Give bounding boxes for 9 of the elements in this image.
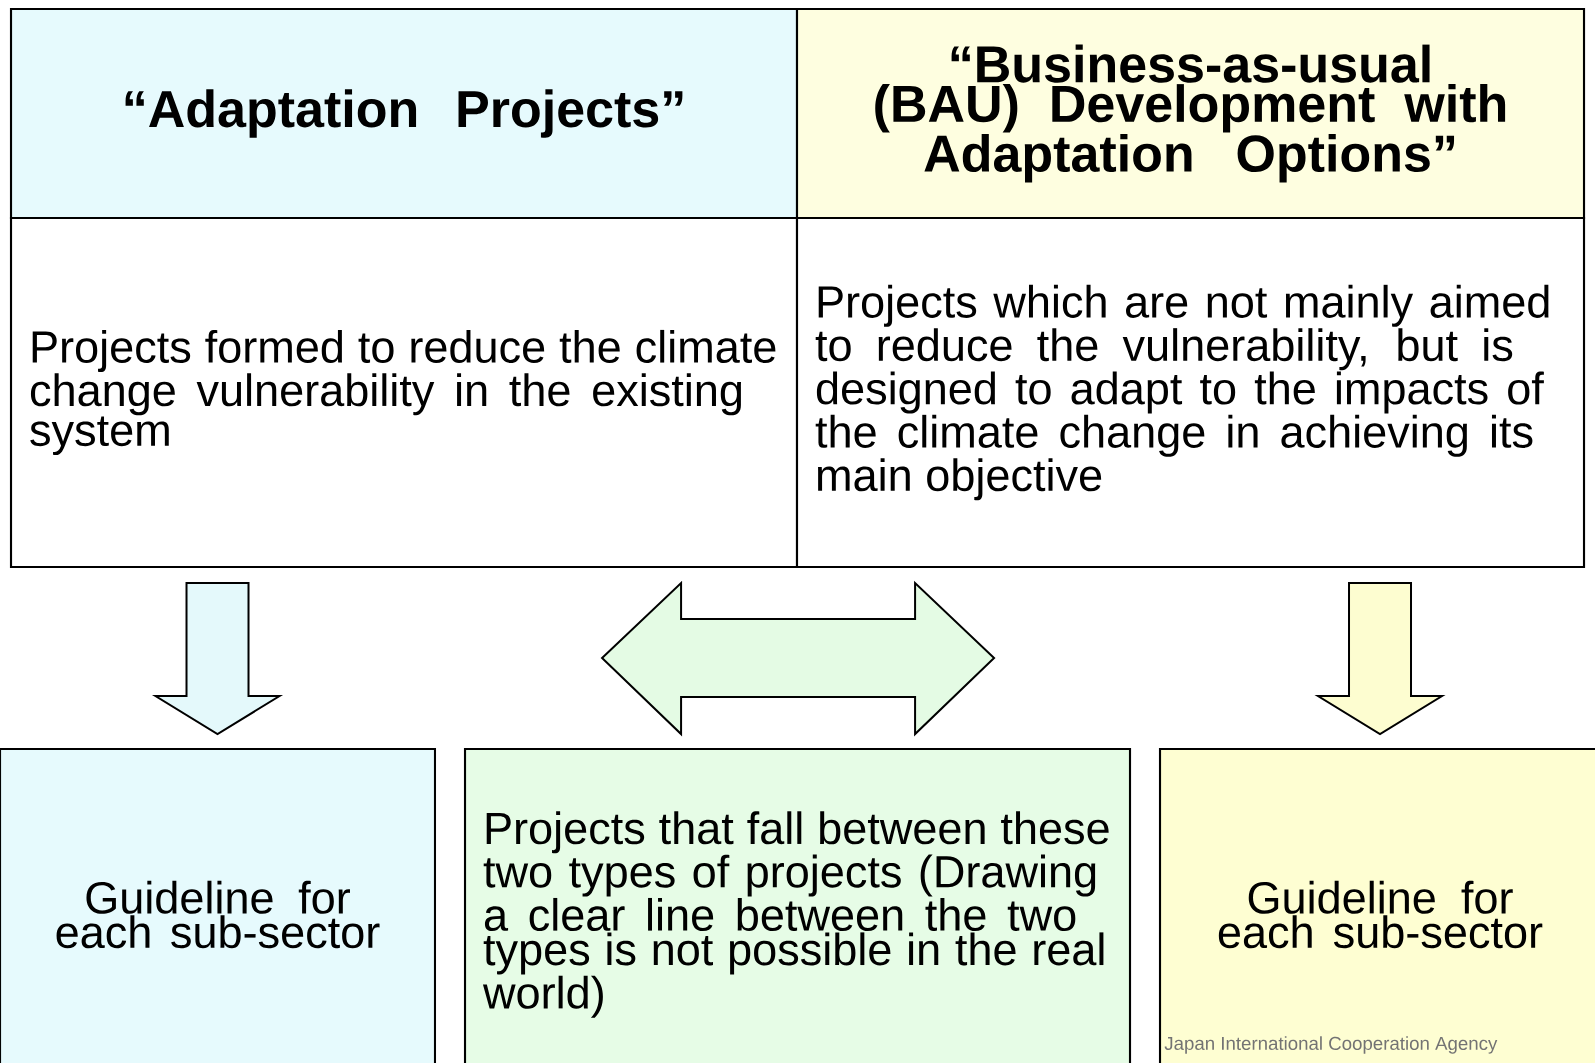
source-note: Japan International Cooperation Agency: [1164, 1036, 1498, 1054]
block-arrow: [1314, 582, 1446, 736]
description-cell: Projects which are not mainly aimed to reduce the vulnerability, but is designed to adapt to the impacts of the climate change in achieving its main objective: [795, 216, 1586, 569]
description-cell: Projects formed to reduce the climate change vulnerability in the existing system: [9, 216, 799, 569]
block-arrow: [151, 582, 284, 736]
guideline-box: Projects that fall between these two types of projects (Drawing a clear line between the two types is not possible in the real world): [463, 747, 1132, 1063]
header-cell: “Adaptation Projects”: [9, 7, 799, 220]
header-cell: “Business-as-usual (BAU) Development with Adaptation Options”: [795, 7, 1586, 220]
guideline-box: Guideline for each sub-sector: [0, 747, 437, 1063]
